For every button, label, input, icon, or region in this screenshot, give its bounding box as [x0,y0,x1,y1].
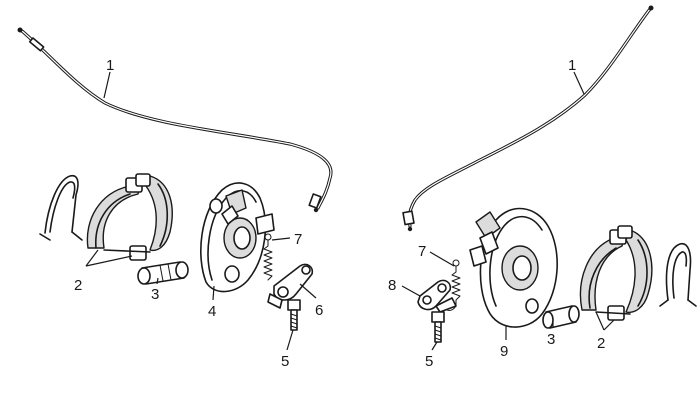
right-spring-callout: 7 [418,243,426,260]
left-pivot-pin [137,261,189,285]
left-brake-lever [267,263,314,309]
left-shoes-callout: 2 [74,277,82,294]
right-bolt-callout: 5 [425,353,433,370]
right-backplate [469,207,558,328]
left-brake-assembly [17,27,333,331]
leader-lines [85,71,615,351]
right-shoes-callout: 2 [597,335,605,352]
left-backplate-callout: 4 [208,303,216,320]
left-brake-cable [17,27,333,213]
right-shoe-springs [659,243,697,307]
left-spring [263,233,273,281]
left-cable-callout: 1 [106,57,114,74]
left-lever-callout: 6 [315,302,323,319]
left-bolt [287,299,301,331]
left-pin-callout: 3 [151,286,159,303]
left-brake-shoes [86,173,173,261]
left-backplate [200,182,275,293]
right-brake-assembly [402,5,697,343]
right-pivot-pin [542,305,580,329]
right-brake-lever [417,279,457,313]
right-bolt [431,311,445,343]
left-shoe-springs [39,174,83,241]
right-cable-callout: 1 [568,57,576,74]
right-lever-callout: 8 [388,277,396,294]
right-brake-shoes [579,225,653,321]
left-bolt-callout: 5 [281,353,289,370]
right-pin-callout: 3 [547,331,555,348]
callout-labels: 1 2 3 4 5 6 7 1 7 8 3 9 2 5 [74,57,605,370]
left-spring-callout: 7 [294,231,302,248]
right-brake-cable [402,5,654,232]
right-backplate-callout: 9 [500,343,508,360]
